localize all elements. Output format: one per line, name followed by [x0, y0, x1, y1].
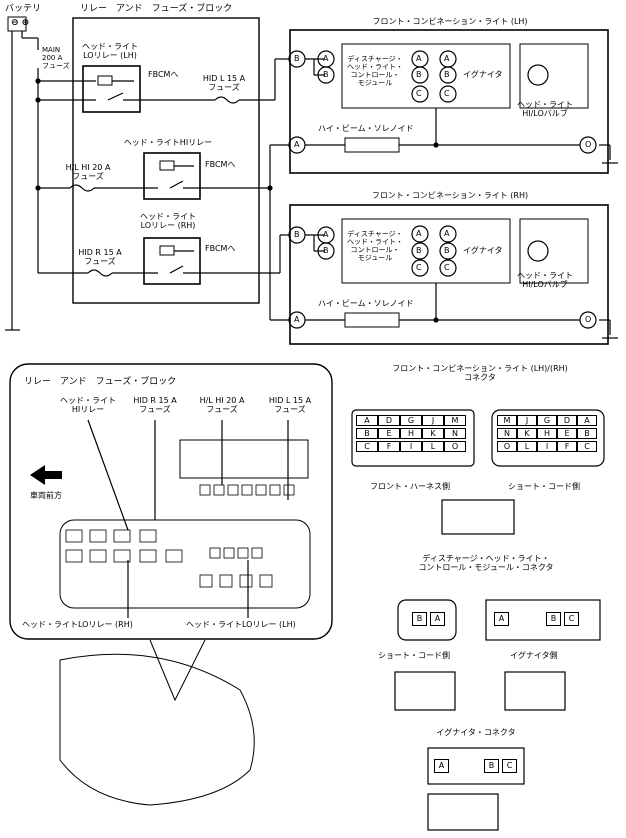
module-short-pin-a: A: [430, 612, 445, 626]
pin-mod-a-rh: A: [416, 229, 422, 238]
pin-o-lh: O: [585, 140, 592, 149]
module-short-pin-b: B: [412, 612, 427, 626]
pin-ign-b-lh: B: [444, 70, 450, 79]
connector-combo-short: [491, 409, 605, 467]
battery-label: バッテリ: [5, 4, 42, 14]
ground-icon: [602, 162, 618, 339]
short-grid: M J G D A N K H E B O L I F C: [497, 415, 597, 452]
loc-lo-relay-lh: ヘッド・ライトLOリレー (LH): [186, 620, 296, 629]
pin-b-in-lh: B: [323, 70, 329, 79]
igniter-pin-c: C: [502, 759, 517, 773]
pin-a-in-rh: A: [323, 230, 329, 239]
relay-block-outline: [72, 17, 260, 304]
module-ign-pin-c: C: [564, 612, 579, 626]
location-title: リレー アンド フューズ・ブロック: [24, 377, 177, 387]
discharge-module-lh: ディスチャージ・ヘッド・ライト・ コントロール・モジュール: [347, 55, 403, 88]
igniter-lh: イグナイタ: [463, 70, 503, 79]
battery-icon: [7, 16, 27, 32]
pin-ign-c-lh: C: [444, 89, 450, 98]
pin-ign-c-rh: C: [444, 263, 450, 272]
module-short-side: ショート・コード側: [378, 651, 450, 660]
arrow-left-icon: [30, 465, 62, 485]
location-panel: [9, 363, 333, 640]
car-hood-icon: [59, 653, 255, 806]
front-combo-rh-title: フロント・コンビネーション・ライト (RH): [371, 191, 529, 200]
fbcm-label-3: FBCMへ: [205, 244, 236, 253]
module-igniter-side: イグナイタ側: [510, 651, 558, 660]
pin-mod-a-lh: A: [416, 54, 422, 63]
solenoid-rh-label: ハイ・ビーム・ソレノイド: [318, 299, 414, 308]
igniter-rh: イグナイタ: [463, 246, 503, 255]
pin-ign-a-lh: A: [444, 54, 450, 63]
bulb-icon: [527, 64, 549, 86]
harness-side-label: フロント・ハーネス側: [370, 482, 450, 491]
pin-mod-b-lh: B: [416, 70, 422, 79]
connector-igniter: [427, 747, 525, 785]
fbcm-label-1: FBCMへ: [148, 70, 179, 79]
solenoid-lh-label: ハイ・ビーム・ソレノイド: [318, 124, 414, 133]
combo-connector-title: フロント・コンビネーション・ライト (LH)/(RH)コネクタ: [392, 364, 568, 383]
igniter-connector-title: イグナイタ・コネクタ: [436, 728, 516, 737]
pin-b-in-rh: B: [323, 246, 329, 255]
fuse-icon: [214, 96, 240, 104]
fbcm-label-2: FBCMへ: [205, 160, 236, 169]
hi-relay-label: ヘッド・ライトHIリレー: [123, 138, 213, 147]
module-ign-pin-b: B: [546, 612, 561, 626]
pin-a-rh: A: [294, 315, 300, 324]
pin-b-rh: B: [294, 230, 300, 239]
front-combo-lh-title: フロント・コンビネーション・ライト (LH): [372, 17, 528, 26]
harness-grid: A D G J M B E H K N C F I L O: [356, 415, 466, 452]
connector-combo-harness: [351, 409, 475, 467]
vehicle-front-label: 車両前方: [30, 491, 62, 500]
pin-ign-a-rh: A: [444, 229, 450, 238]
short-side-label: ショート・コード側: [508, 482, 580, 491]
pin-b-lh: B: [294, 54, 300, 63]
module-connector-title: ディスチャージ・ヘッド・ライト・コントロール・モジュール・コネクタ: [418, 554, 554, 573]
battery-minus: ⊖ ⊕: [11, 18, 30, 28]
pin-o-rh: O: [585, 315, 592, 324]
igniter-pin-b: B: [484, 759, 499, 773]
pin-mod-c-lh: C: [416, 89, 422, 98]
connector-module-short: [397, 599, 457, 641]
connector-module-igniter: [485, 599, 601, 641]
module-ign-pin-a: A: [494, 612, 509, 626]
igniter-pin-a: A: [434, 759, 449, 773]
pin-a-in-lh: A: [323, 54, 329, 63]
coil-icon: [344, 137, 400, 153]
pin-mod-c-rh: C: [416, 263, 422, 272]
discharge-module-rh: ディスチャージ・ヘッド・ライト・ コントロール・モジュール: [347, 230, 403, 263]
pin-ign-b-rh: B: [444, 246, 450, 255]
loc-lo-relay-rh: ヘッド・ライトLOリレー (RH): [22, 620, 133, 629]
pin-mod-b-rh: B: [416, 246, 422, 255]
relay-block-title: リレー アンド フューズ・ブロック: [80, 4, 233, 14]
pin-a-lh: A: [294, 140, 300, 149]
